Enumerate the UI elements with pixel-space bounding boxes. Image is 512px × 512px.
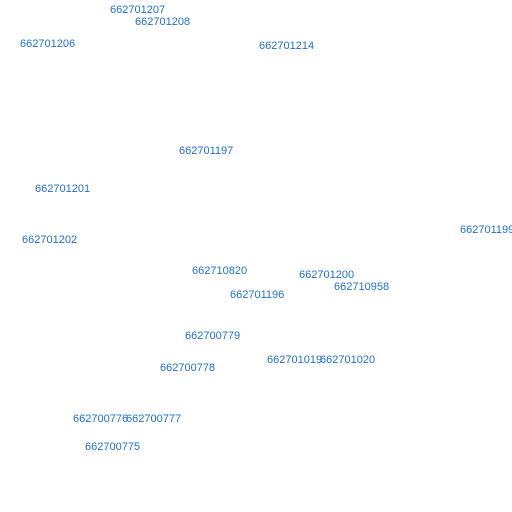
parcel-label[interactable]: 662701207 [110,4,166,16]
parcel-label[interactable]: 662701214 [259,40,315,52]
parcel-label[interactable]: 662701202 [22,234,78,246]
parcel-label[interactable]: 662710820 [192,265,248,277]
parcel-label[interactable]: 662701197 [179,145,234,157]
parcel-label[interactable]: 662700778 [160,362,216,374]
parcel-label[interactable]: 662710958 [334,281,390,293]
parcel-label[interactable]: 662700779 [185,330,241,342]
parcel-label[interactable]: 662701020 [320,354,376,366]
parcel-label[interactable]: 662700777 [126,413,182,425]
parcel-label[interactable]: 662701200 [299,269,355,281]
parcel-label[interactable]: 662701196 [230,289,285,301]
parcel-label[interactable]: 662701019 [267,354,323,366]
parcel-label[interactable]: 662701199 [460,224,512,236]
parcel-label[interactable]: 662701201 [35,183,91,195]
parcel-label[interactable]: 662701206 [20,38,76,50]
parcel-label[interactable]: 662701208 [135,16,191,28]
parcel-label[interactable]: 662700776 [73,413,129,425]
parcel-label[interactable]: 662700775 [85,441,141,453]
